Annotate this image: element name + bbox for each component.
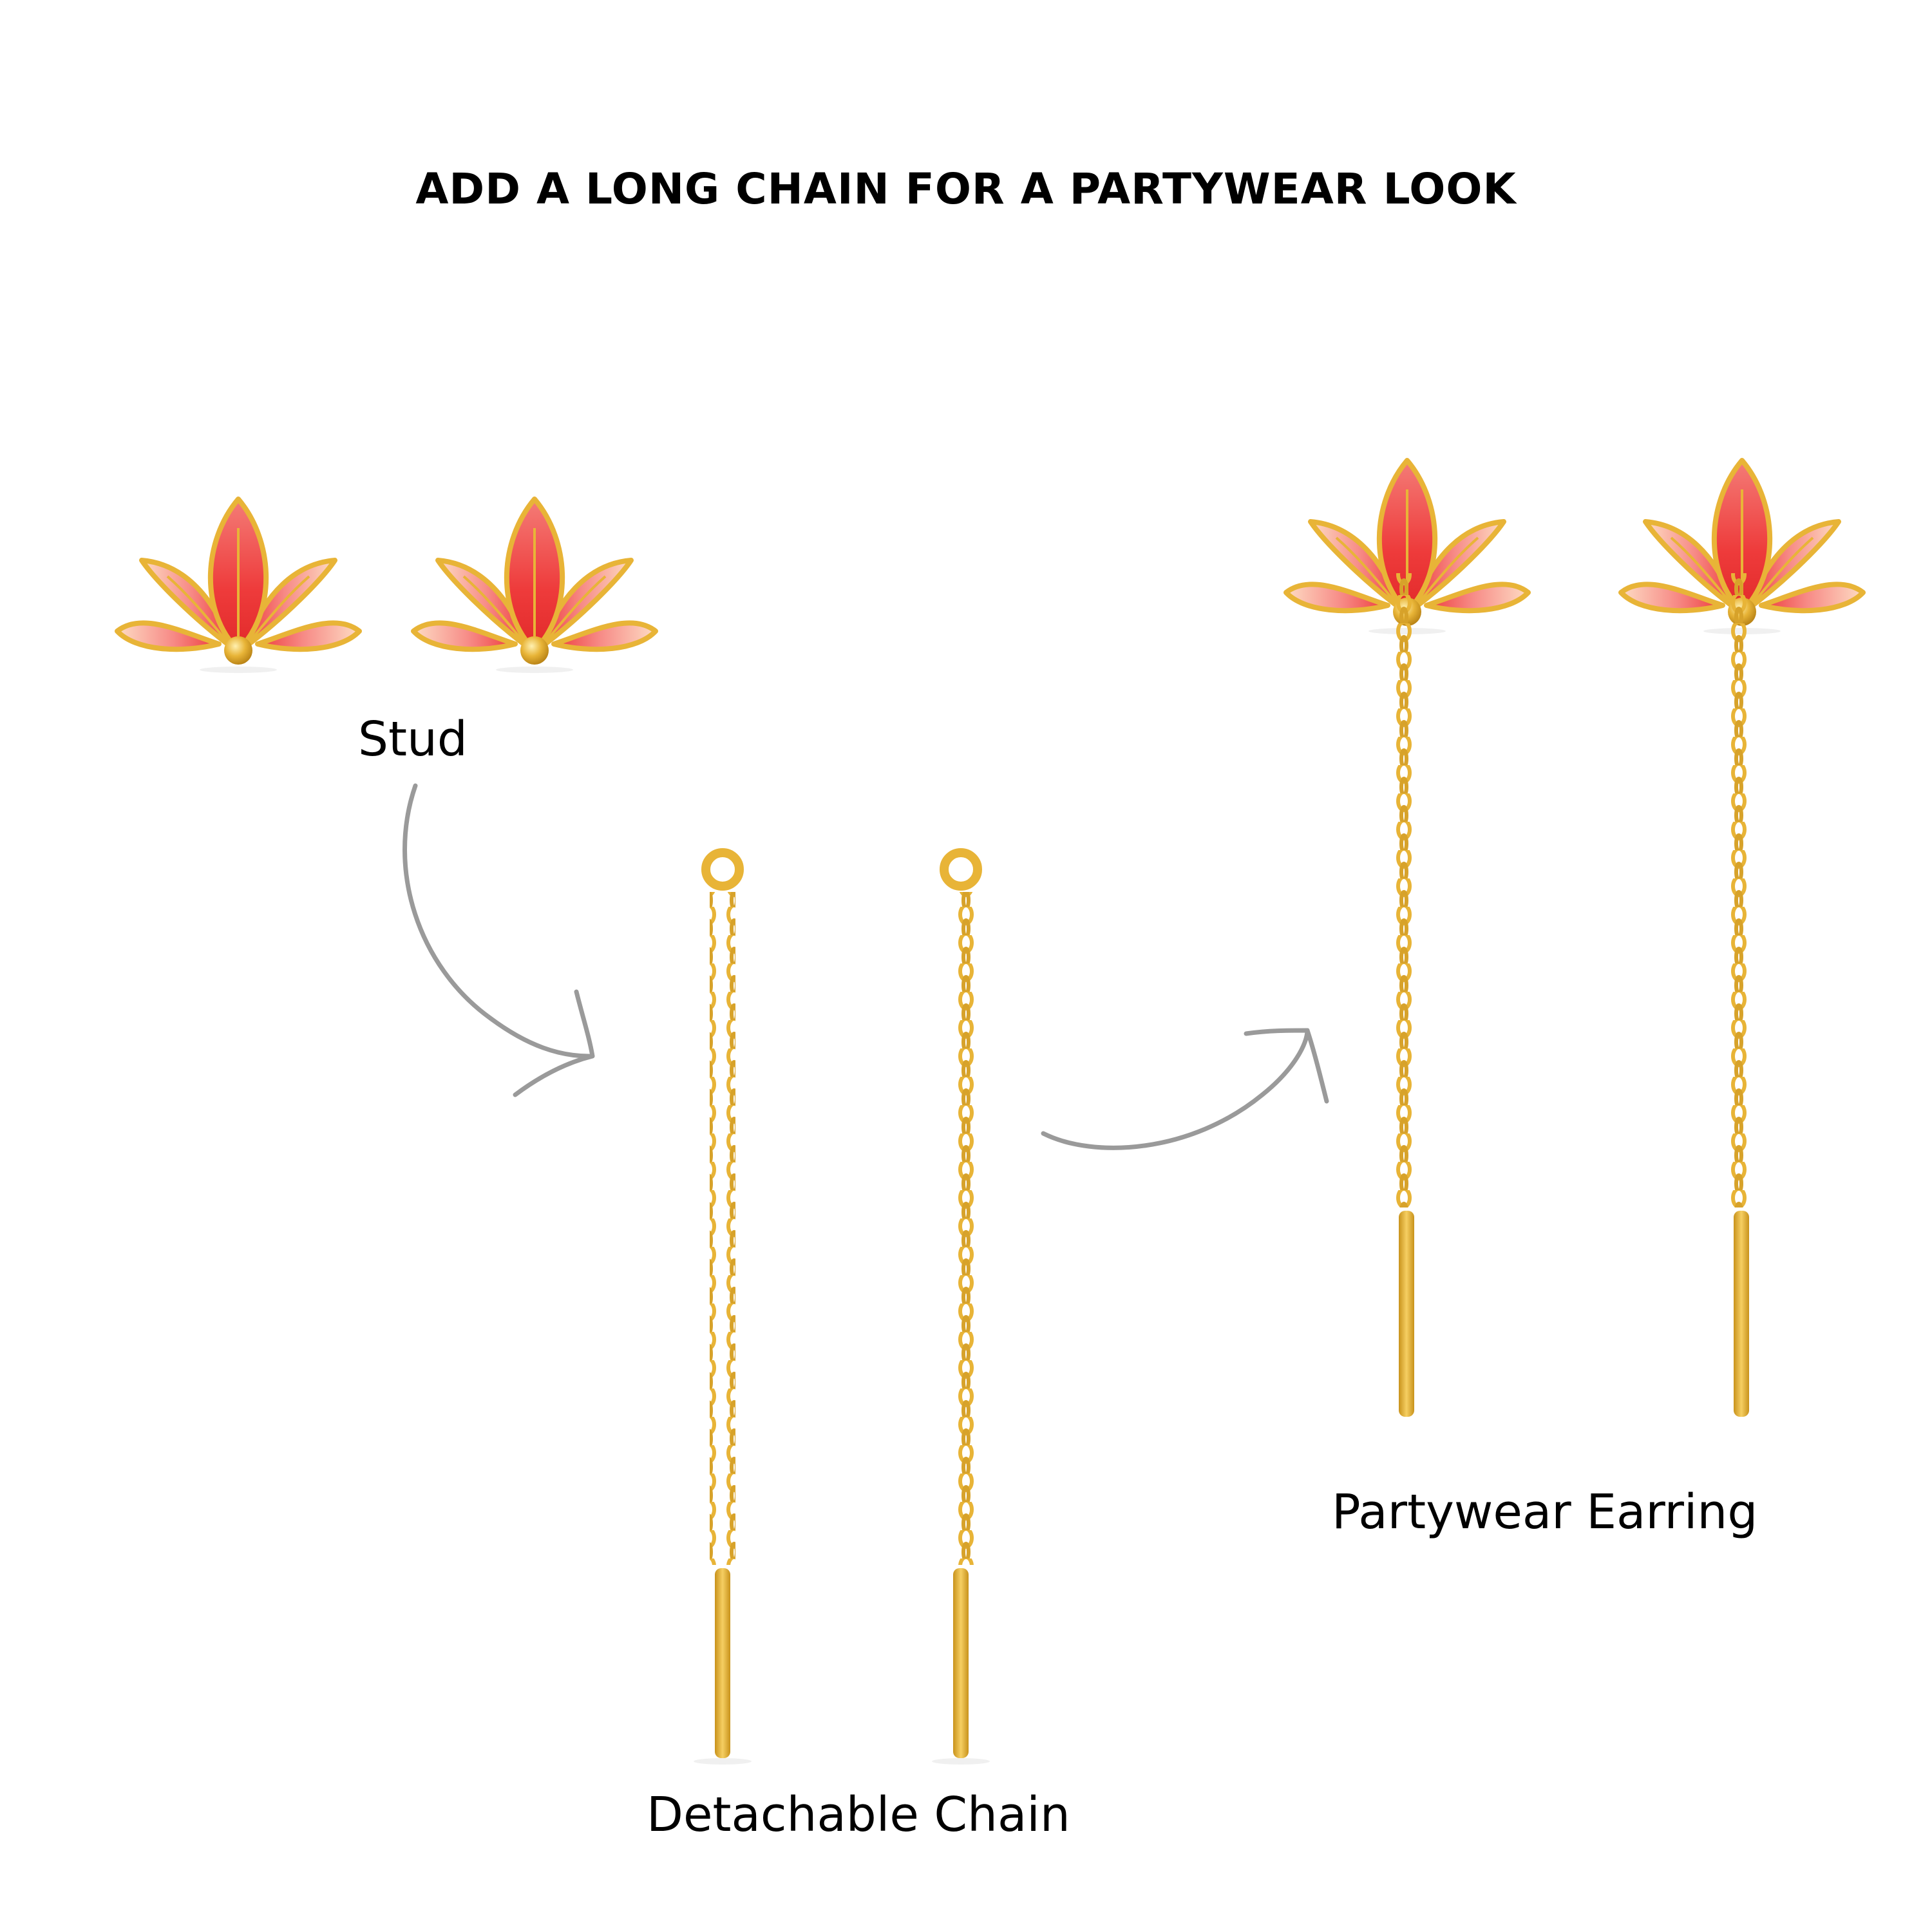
curved-arrow-icon [1041,1028,1329,1150]
detachable-chain-caption: Detachable Chain [647,1787,1070,1842]
partywear-earring-left-icon [1286,460,1528,1417]
detachable-chain-right-icon [932,848,990,1765]
page-title: ADD A LONG CHAIN FOR A PARTYWEAR LOOK [415,164,1517,214]
stud-caption: Stud [358,712,468,767]
partywear-earring-caption: Partywear Earring [1332,1484,1758,1540]
curved-arrow-icon [402,783,595,1097]
detachable-chain-left-icon [694,848,752,1765]
stud-left-icon [117,499,359,673]
partywear-earring-right-icon [1621,460,1863,1417]
stud-right-icon [413,499,656,673]
